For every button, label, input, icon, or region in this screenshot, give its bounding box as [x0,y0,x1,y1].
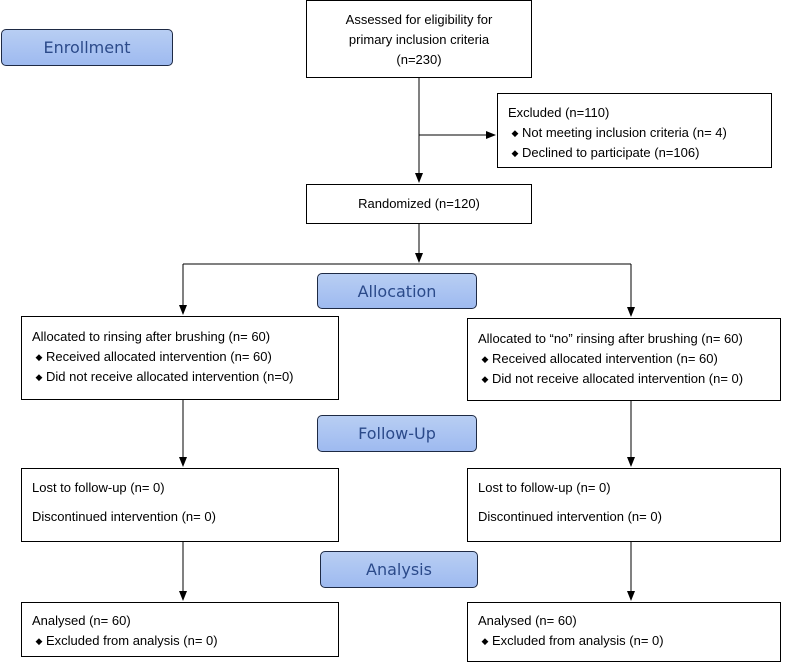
bullet-icon: ◆ [511,128,519,138]
right-analysis-box: Analysed (n= 60) ◆Excluded from analysis… [467,602,781,662]
right-allocation-item: ◆Received allocated intervention (n= 60) [478,349,780,369]
excluded-title: Excluded (n=110) [508,105,610,120]
randomized-box: Randomized (n=120) [306,184,532,224]
stage-allocation: Allocation [317,273,477,309]
stage-enrollment: Enrollment [1,29,173,66]
left-analysis-box: Analysed (n= 60) ◆Excluded from analysis… [21,602,339,657]
left-followup-box: Lost to follow-up (n= 0) Discontinued in… [21,468,339,542]
bullet-icon: ◆ [35,372,43,382]
right-analysis-item: ◆Excluded from analysis (n= 0) [478,631,780,651]
stage-followup: Follow-Up [317,415,477,452]
right-allocation-box: Allocated to “no” rinsing after brushing… [467,318,781,401]
right-discontinued: Discontinued intervention (n= 0) [478,509,662,524]
left-allocation-item: ◆Did not receive allocated intervention … [32,367,338,387]
assessed-line2: primary inclusion criteria [348,32,490,47]
assessed-line3: (n=230) [396,52,442,67]
excluded-box: Excluded (n=110) ◆Not meeting inclusion … [497,93,772,168]
randomized-label: Randomized (n=120) [358,196,480,211]
excluded-item: ◆Not meeting inclusion criteria (n= 4) [508,123,771,143]
excluded-item: ◆Declined to participate (n=106) [508,143,771,163]
left-analysis-item: ◆Excluded from analysis (n= 0) [32,631,338,651]
bullet-icon: ◆ [481,354,489,364]
left-analysed: Analysed (n= 60) [32,613,131,628]
right-lost: Lost to follow-up (n= 0) [478,480,611,495]
left-lost: Lost to follow-up (n= 0) [32,480,165,495]
assessed-box: Assessed for eligibility for primary inc… [306,0,532,78]
right-followup-box: Lost to follow-up (n= 0) Discontinued in… [467,468,781,542]
right-analysed: Analysed (n= 60) [478,613,577,628]
bullet-icon: ◆ [481,374,489,384]
left-allocation-title: Allocated to rinsing after brushing (n= … [32,329,271,344]
left-allocation-box: Allocated to rinsing after brushing (n= … [21,316,339,400]
stage-analysis: Analysis [320,551,478,588]
left-discontinued: Discontinued intervention (n= 0) [32,509,216,524]
left-allocation-item: ◆Received allocated intervention (n= 60) [32,347,338,367]
assessed-line1: Assessed for eligibility for [345,12,493,27]
right-allocation-item: ◆Did not receive allocated intervention … [478,369,780,389]
right-allocation-title: Allocated to “no” rinsing after brushing… [478,331,743,346]
bullet-icon: ◆ [35,636,43,646]
bullet-icon: ◆ [511,148,519,158]
bullet-icon: ◆ [35,352,43,362]
bullet-icon: ◆ [481,636,489,646]
